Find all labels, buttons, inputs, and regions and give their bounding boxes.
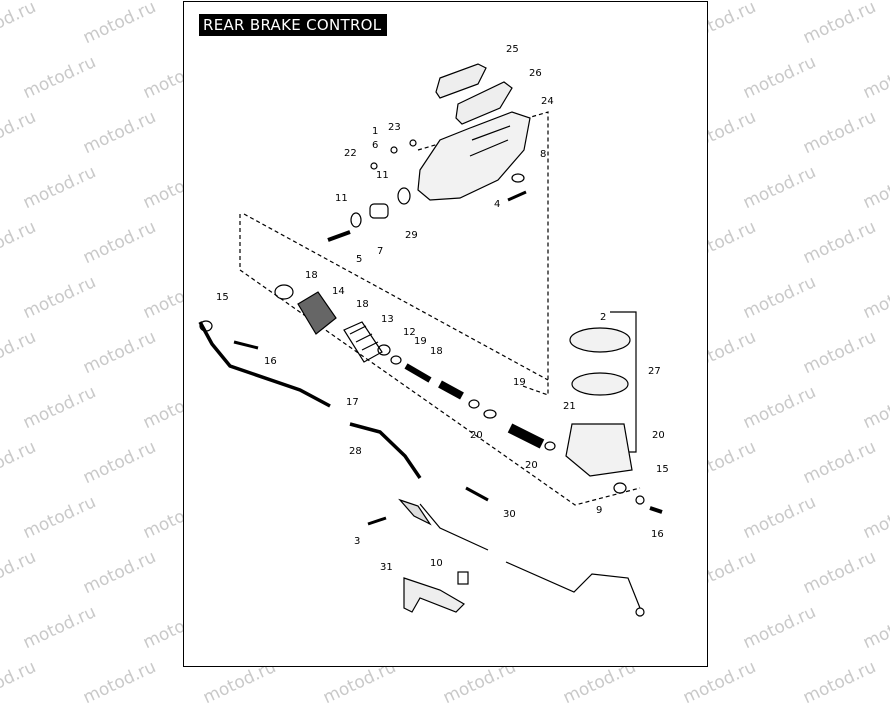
callout-label-23: 23 [388,122,401,133]
callout-label-29: 29 [405,230,418,241]
retaining-ring-part [274,284,294,300]
bolt-part [327,230,351,242]
pushrod-part [404,363,432,383]
reservoir-cap-part [569,327,631,353]
brake-hose-part [349,422,422,479]
piston-part [507,423,545,449]
seal-part [377,344,391,356]
alignment-line [243,213,549,381]
callout-label-8: 8 [540,149,546,160]
bushing-part [397,187,411,205]
pedal-pad-part [435,63,487,99]
spring-part [349,325,379,351]
alignment-line [417,111,549,396]
callout-label-19: 19 [513,377,526,388]
pedal-pad-part [455,81,513,125]
master-cylinder-part [565,423,633,477]
callout-label-27: 27 [648,366,661,377]
banjo-bolt-part [233,340,259,350]
pedal-body-part [469,125,511,157]
callout-label-15: 15 [216,292,229,303]
callout-label-14: 14 [332,286,345,297]
seal-part [390,355,402,365]
callout-label-30: 30 [503,509,516,520]
bracket-line [610,311,637,453]
washer-part [350,212,362,228]
washer-part [635,495,645,505]
callout-label-22: 22 [344,148,357,159]
callout-label-24: 24 [541,96,554,107]
boot-part [297,291,337,335]
bushing-part [369,203,389,219]
callout-label-4: 4 [494,199,500,210]
callout-label-13: 13 [381,314,394,325]
brake-hose-part [198,321,331,408]
seal-part [483,409,497,419]
banjo-bolt-part [649,506,663,514]
callout-label-16: 16 [264,356,277,367]
callout-label-12: 12 [403,327,416,338]
pedal-body-part [417,111,531,201]
seal-part [468,399,480,409]
callout-label-6: 6 [372,140,378,151]
spring-part [343,321,383,363]
callout-label-9: 9 [596,505,602,516]
callout-label-7: 7 [377,246,383,257]
callout-label-20: 20 [470,430,483,441]
callout-label-25: 25 [506,44,519,55]
washer-part [199,320,213,332]
pin-part [390,146,398,154]
bolt-part [367,516,387,526]
callout-label-1: 1 [372,126,378,137]
brake-switch-part [465,486,489,502]
callout-label-11: 11 [335,193,348,204]
piston-part [438,380,464,400]
clamp-part [457,571,469,585]
callout-label-10: 10 [430,558,443,569]
callout-label-18: 18 [356,299,369,310]
diagram-title: REAR BRAKE CONTROL [199,14,387,36]
callout-label-20: 20 [525,460,538,471]
callout-label-20: 20 [652,430,665,441]
brake-line-part [419,503,489,551]
callout-label-26: 26 [529,68,542,79]
callout-label-16: 16 [651,529,664,540]
bracket-part [403,577,465,613]
pin-part [370,162,378,170]
fitting-part [635,607,645,617]
callout-label-5: 5 [356,254,362,265]
seal-part [544,441,556,451]
nut-part [511,173,525,183]
bracket-part [398,498,432,526]
pin-part [409,139,417,147]
callout-label-11: 11 [376,170,389,181]
callout-label-18: 18 [305,270,318,281]
callout-label-28: 28 [349,446,362,457]
callout-label-19: 19 [414,336,427,347]
diaphragm-part [571,372,629,396]
callout-label-18: 18 [430,346,443,357]
callout-label-2: 2 [600,312,606,323]
brake-line-part [505,561,641,609]
callout-label-17: 17 [346,397,359,408]
callout-label-21: 21 [563,401,576,412]
callout-label-3: 3 [354,536,360,547]
callout-label-31: 31 [380,562,393,573]
bolt-part [507,190,527,202]
callout-label-15: 15 [656,464,669,475]
alignment-line [239,214,641,506]
washer-part [613,482,627,494]
